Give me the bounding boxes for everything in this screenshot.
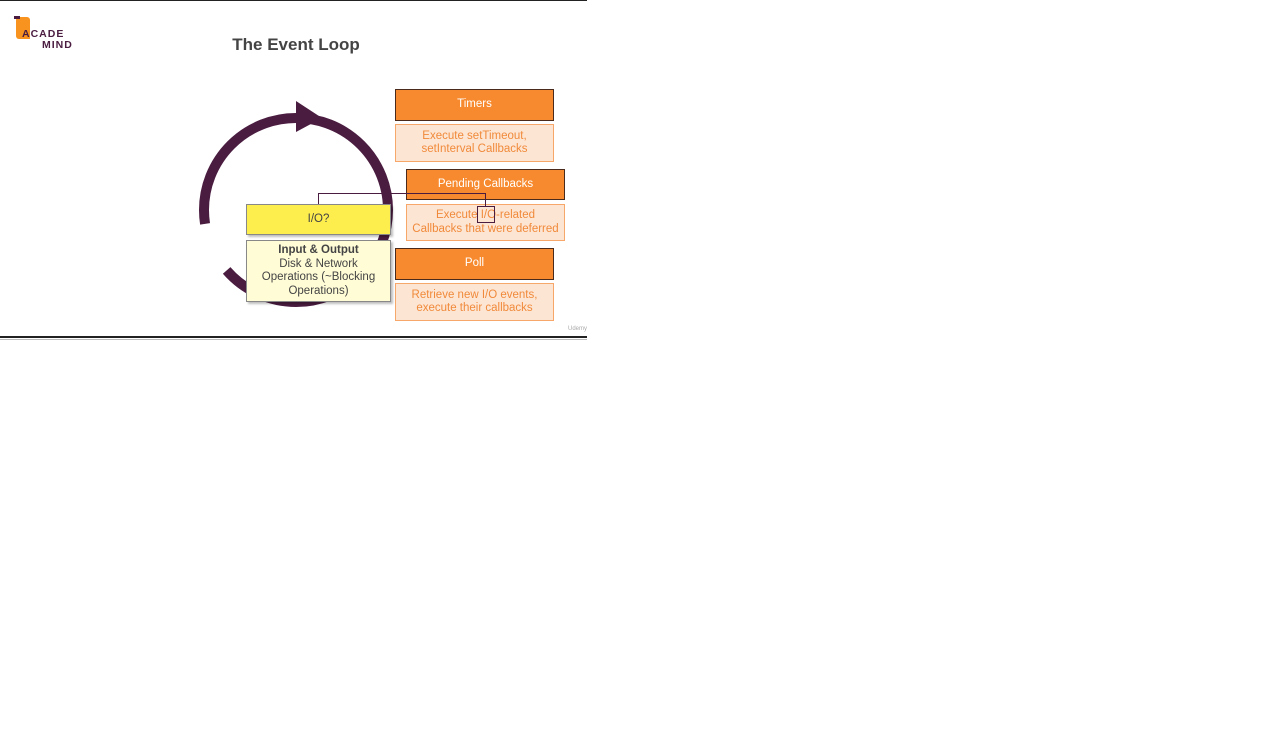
logo-mark-icon <box>14 16 30 39</box>
udemy-watermark: Udemy <box>568 326 588 332</box>
io-highlight-box <box>477 206 495 223</box>
phase-timers-label: Timers <box>457 98 492 111</box>
io-heading: Input & Output <box>278 244 359 256</box>
slide-bottom-shadow <box>0 339 587 340</box>
phase-timers: Timers <box>395 89 554 121</box>
slide-title: The Event Loop <box>232 35 360 54</box>
io-desc-line-1: Disk & Network <box>279 257 358 270</box>
io-desc-line-3: Operations) <box>288 284 349 297</box>
slide: ACADE MIND The Event Loop Timers Execute… <box>0 0 587 340</box>
poll-desc-line-2: execute their callbacks <box>416 302 533 314</box>
logo-text-2: MIND <box>42 39 73 51</box>
phase-timers-desc: Execute setTimeout, setInterval Callback… <box>395 124 554 162</box>
phase-pending-label: Pending Callbacks <box>437 177 534 190</box>
pending-desc-line-2: Callbacks that were deferred <box>412 222 559 235</box>
phase-poll-desc: Retrieve new I/O events, execute their c… <box>395 283 554 321</box>
logo-text-1: ACADE <box>22 28 65 40</box>
phase-poll: Poll <box>395 248 554 280</box>
phase-pending-desc: Execute I/O-related Callbacks that were … <box>406 204 565 241</box>
io-description: Input & Output Disk & Network Operations… <box>246 240 391 302</box>
timers-desc-line-2: setInterval Callbacks <box>421 143 528 155</box>
phase-poll-label: Poll <box>464 257 485 270</box>
timers-desc-line-1: Execute setTimeout, <box>422 129 527 142</box>
poll-desc-line-1: Retrieve new I/O events, <box>411 288 538 301</box>
loop-arrowhead-icon <box>296 101 322 132</box>
io-box: I/O? <box>246 204 391 235</box>
pending-desc-line-1: Execute I/O-related <box>435 209 536 221</box>
io-label: I/O? <box>307 212 330 225</box>
academind-logo: ACADE MIND <box>14 15 76 51</box>
io-connector-line <box>318 193 486 207</box>
slide-bottom-border <box>0 336 587 338</box>
io-desc-line-2: Operations (~Blocking <box>261 271 376 283</box>
